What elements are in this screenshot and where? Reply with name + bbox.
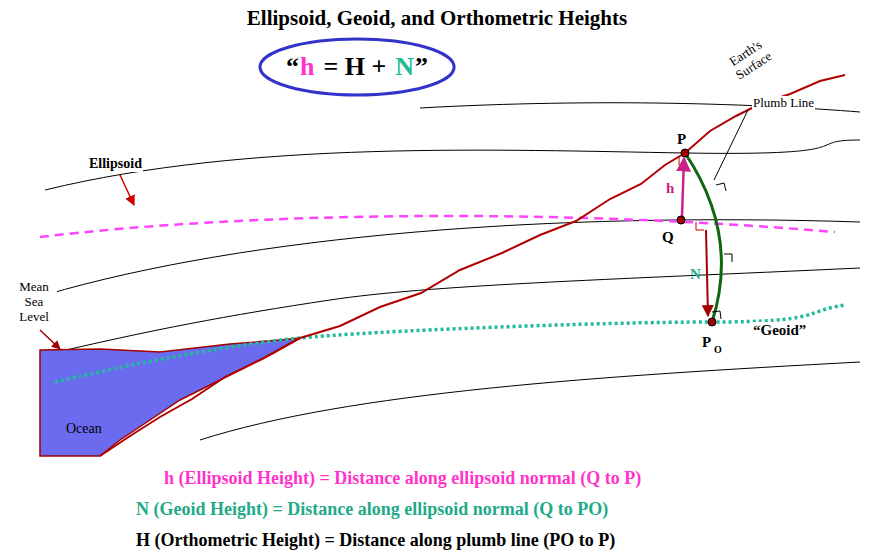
right-angle-mark bbox=[724, 254, 732, 262]
h-arrow bbox=[682, 158, 684, 216]
formula-oval: “h = H + N” bbox=[258, 37, 456, 97]
formula-part: “ bbox=[286, 52, 299, 82]
formula-part: ” bbox=[415, 52, 428, 82]
point-label: P bbox=[676, 131, 687, 148]
geoid-line bbox=[55, 305, 845, 382]
ocean-label: Ocean bbox=[66, 421, 102, 437]
right-angle-mark bbox=[716, 183, 726, 191]
geoid-label: “Geoid” bbox=[752, 322, 807, 339]
right-angle-marks bbox=[712, 183, 732, 319]
title: Ellipsoid, Geoid, and Orthometric Height… bbox=[247, 6, 627, 30]
formula-part: = H + bbox=[323, 52, 386, 82]
earth-surface-label: Earth's Surface bbox=[718, 32, 783, 89]
definition-note: H (Orthometric Height) = Distance along … bbox=[135, 530, 616, 551]
height-symbol: h bbox=[666, 180, 674, 197]
ellipsoid-pointer bbox=[120, 175, 134, 205]
equipotential-line bbox=[200, 362, 860, 440]
point-q bbox=[677, 216, 685, 224]
earth-surface bbox=[100, 75, 845, 456]
equipotential-line bbox=[45, 140, 860, 190]
n-arrow bbox=[706, 230, 708, 316]
point-po bbox=[708, 318, 716, 326]
oval-outline bbox=[260, 39, 454, 95]
plumb-line bbox=[685, 153, 721, 322]
ocean bbox=[40, 338, 300, 456]
point-subscript: O bbox=[714, 344, 722, 356]
point-label: Q bbox=[662, 229, 674, 246]
plumb-line-leader bbox=[714, 110, 748, 180]
equipotential-line bbox=[45, 268, 860, 355]
equipotential-line bbox=[45, 220, 860, 295]
definition-note: h (Ellipsoid Height) = Distance along el… bbox=[163, 468, 642, 489]
ellipsoid-label: Ellipsoid bbox=[88, 156, 143, 172]
formula-part: N bbox=[395, 52, 414, 82]
right-angle-mark bbox=[696, 222, 704, 230]
height-symbol: N bbox=[690, 266, 701, 283]
point-p bbox=[681, 149, 689, 157]
sea-level-pointer bbox=[40, 330, 60, 349]
plumb-line-label: Plumb Line bbox=[752, 96, 815, 111]
formula-part: h bbox=[300, 52, 314, 82]
sea-level-label: Mean Sea Level bbox=[11, 280, 57, 325]
point-label: P bbox=[702, 334, 711, 351]
definition-note: N (Geoid Height) = Distance along ellips… bbox=[135, 499, 609, 520]
